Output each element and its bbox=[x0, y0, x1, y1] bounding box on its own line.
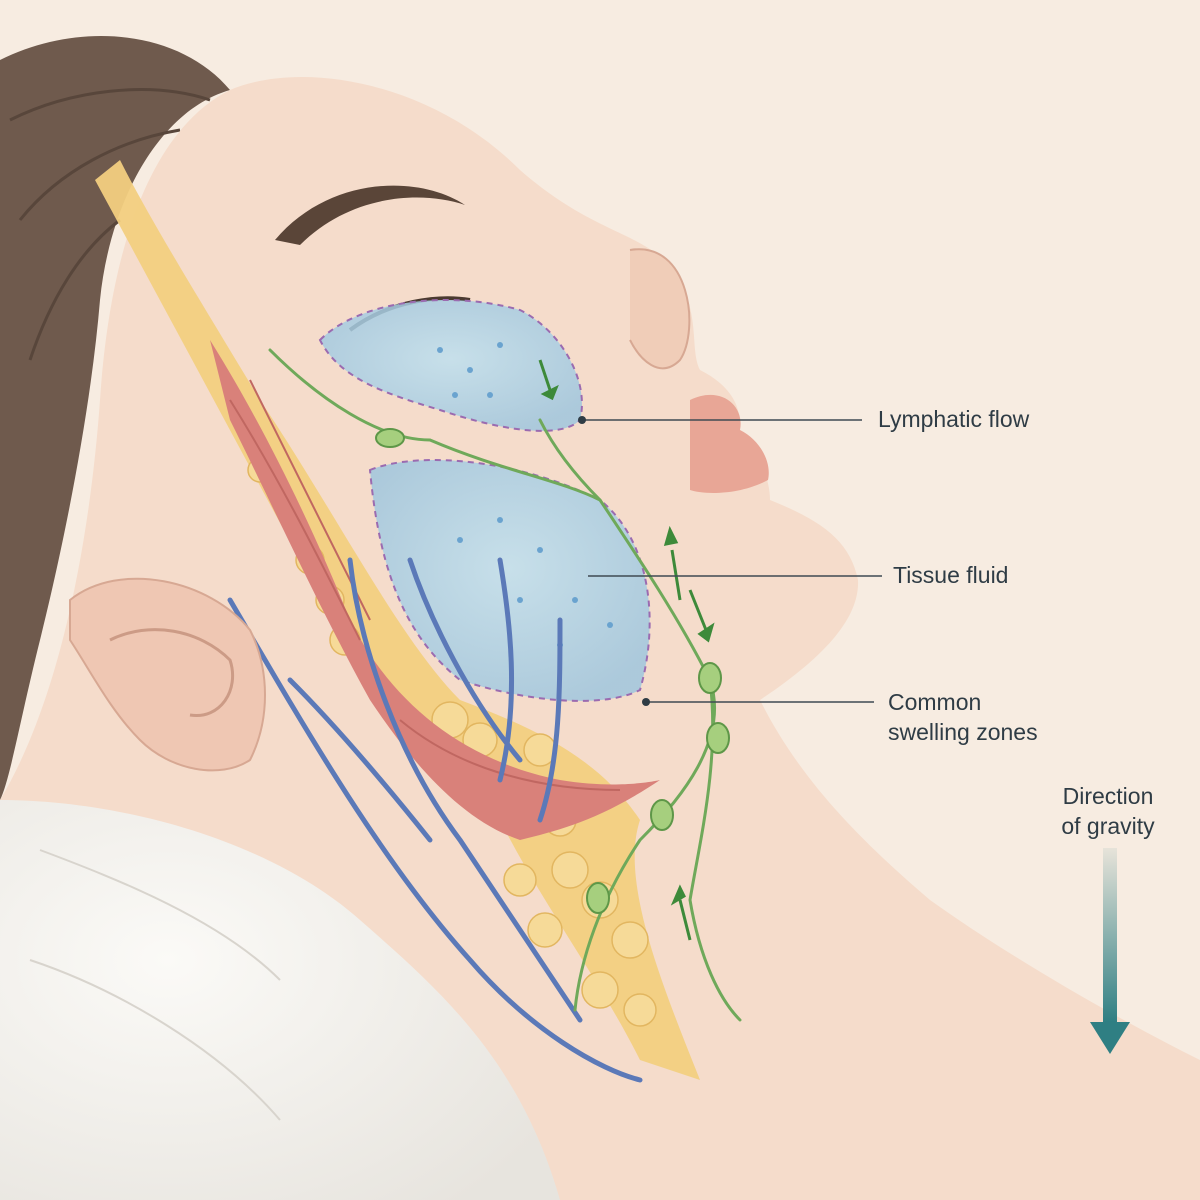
label-swelling-line2: swelling zones bbox=[888, 719, 1038, 745]
ear-inner bbox=[109, 628, 235, 717]
veins bbox=[227, 557, 643, 1083]
label-gravity-line2: of gravity bbox=[1061, 813, 1155, 839]
nose bbox=[629, 248, 691, 370]
label-lymphatic-flow-text: Lymphatic flow bbox=[878, 406, 1030, 432]
hair-strands bbox=[9, 88, 211, 361]
hair bbox=[0, 36, 230, 800]
ear bbox=[69, 577, 266, 772]
label-lymphatic-flow: Lymphatic flow bbox=[878, 404, 1029, 434]
tissue-fluid-lower bbox=[370, 460, 650, 701]
gravity-arrow-head bbox=[1090, 1022, 1130, 1054]
label-swelling-zones: Common swelling zones bbox=[888, 687, 1038, 747]
gravity-arrow-shaft bbox=[1103, 848, 1117, 1022]
tissue-fluid-upper bbox=[320, 300, 582, 431]
fluid-droplets bbox=[437, 342, 613, 648]
lymph-flow-arrows bbox=[538, 359, 715, 941]
leader-dots bbox=[578, 416, 650, 706]
label-gravity: Direction of gravity bbox=[1052, 781, 1164, 841]
leader-lines bbox=[582, 419, 882, 703]
fat-layer bbox=[95, 160, 700, 1080]
lips bbox=[690, 394, 769, 493]
label-tissue-fluid-text: Tissue fluid bbox=[893, 562, 1009, 588]
pillow bbox=[0, 800, 560, 1200]
label-tissue-fluid: Tissue fluid bbox=[893, 560, 1008, 590]
label-gravity-line1: Direction bbox=[1062, 783, 1154, 809]
lymph-nodes bbox=[375, 428, 730, 914]
pillow-folds bbox=[29, 849, 281, 1121]
eyebrow bbox=[275, 185, 465, 245]
label-swelling-line1: Common bbox=[888, 689, 982, 715]
